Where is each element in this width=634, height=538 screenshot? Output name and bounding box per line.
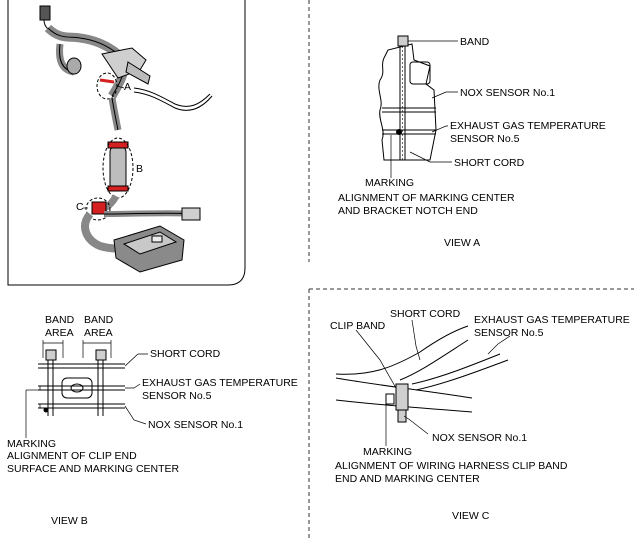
- top-connector: [39, 5, 51, 21]
- view-b-title: VIEW B: [51, 515, 88, 527]
- view-a-egt-label-2: SENSOR No.5: [450, 133, 520, 145]
- view-b-alignment-2: SURFACE AND MARKING CENTER: [7, 463, 180, 475]
- view-c-clip-band-label: CLIP BAND: [330, 320, 386, 332]
- view-c-egt-cable: [411, 353, 501, 385]
- view-a: BAND NOX SENSOR No.1 EXHAUST GAS TEMPERA…: [338, 35, 606, 249]
- view-b-nox-label: NOX SENSOR No.1: [148, 419, 243, 431]
- view-b-clamp: [61, 377, 93, 399]
- view-a-nox-label: NOX SENSOR No.1: [460, 87, 555, 99]
- view-a-alignment-2: AND BRACKET NOTCH END: [338, 205, 478, 217]
- view-a-band: [397, 35, 409, 47]
- view-b-short-cord-label: SHORT CORD: [150, 348, 221, 360]
- marker-b: B: [136, 163, 143, 175]
- sensor-body-b: [109, 145, 127, 191]
- view-c-short-cord-label: SHORT CORD: [390, 308, 461, 320]
- view-b-egt-label-1: EXHAUST GAS TEMPERATURE: [142, 377, 298, 389]
- view-a-marking-label: MARKING: [365, 177, 414, 189]
- view-b-band-area-1a: BAND: [45, 314, 75, 326]
- view-b-marking-label: MARKING: [7, 438, 56, 450]
- view-b-alignment-1: ALIGNMENT OF CLIP END: [7, 450, 137, 462]
- view-b-band-area-1b: AREA: [45, 327, 74, 339]
- view-c-clip-band: [395, 383, 409, 411]
- grommet: [66, 57, 82, 75]
- view-b: BAND AREA BAND AREA: [7, 314, 298, 527]
- view-c-marking-label: MARKING: [363, 446, 412, 458]
- view-a-bracket: [378, 43, 437, 161]
- view-b-clip-left: [45, 349, 57, 361]
- view-c-title: VIEW C: [452, 510, 490, 522]
- overview-frame: [7, 0, 246, 286]
- view-a-alignment-1: ALIGNMENT OF MARKING CENTER: [338, 192, 515, 204]
- view-b-egt-label-2: SENSOR No.5: [142, 390, 212, 402]
- view-a-band-label: BAND: [460, 36, 490, 48]
- marker-a: A: [124, 81, 131, 93]
- marker-circle-c: [85, 197, 111, 221]
- view-c-alignment-1: ALIGNMENT OF WIRING HARNESS CLIP BAND: [335, 460, 568, 472]
- view-c-nox-label: NOX SENSOR No.1: [432, 432, 527, 444]
- view-b-clip-right: [95, 349, 107, 361]
- view-a-marking-dot: [396, 129, 402, 135]
- view-b-marking-dot: [43, 407, 49, 413]
- view-a-title: VIEW A: [444, 237, 480, 249]
- view-c-alignment-2: END AND MARKING CENTER: [335, 473, 480, 485]
- clip-c: [91, 201, 107, 215]
- view-c-egt-label-1: EXHAUST GAS TEMPERATURE: [474, 314, 630, 326]
- view-a-short-cord-label: SHORT CORD: [454, 157, 525, 169]
- connector-small: [181, 207, 201, 221]
- view-a-notch: [409, 61, 431, 85]
- thin-wire: [133, 87, 211, 107]
- view-b-band-area-2b: AREA: [84, 327, 113, 339]
- overview-illustration: A B C: [39, 5, 213, 273]
- marker-c: C: [76, 201, 84, 213]
- view-c-short-cord: [335, 325, 469, 375]
- view-c: CLIP BAND SHORT CORD EXHAUST GAS TEMPERA…: [330, 308, 630, 522]
- view-b-band-area-2a: BAND: [84, 314, 114, 326]
- view-a-egt-label-1: EXHAUST GAS TEMPERATURE: [450, 120, 606, 132]
- view-c-egt-label-2: SENSOR No.5: [474, 327, 544, 339]
